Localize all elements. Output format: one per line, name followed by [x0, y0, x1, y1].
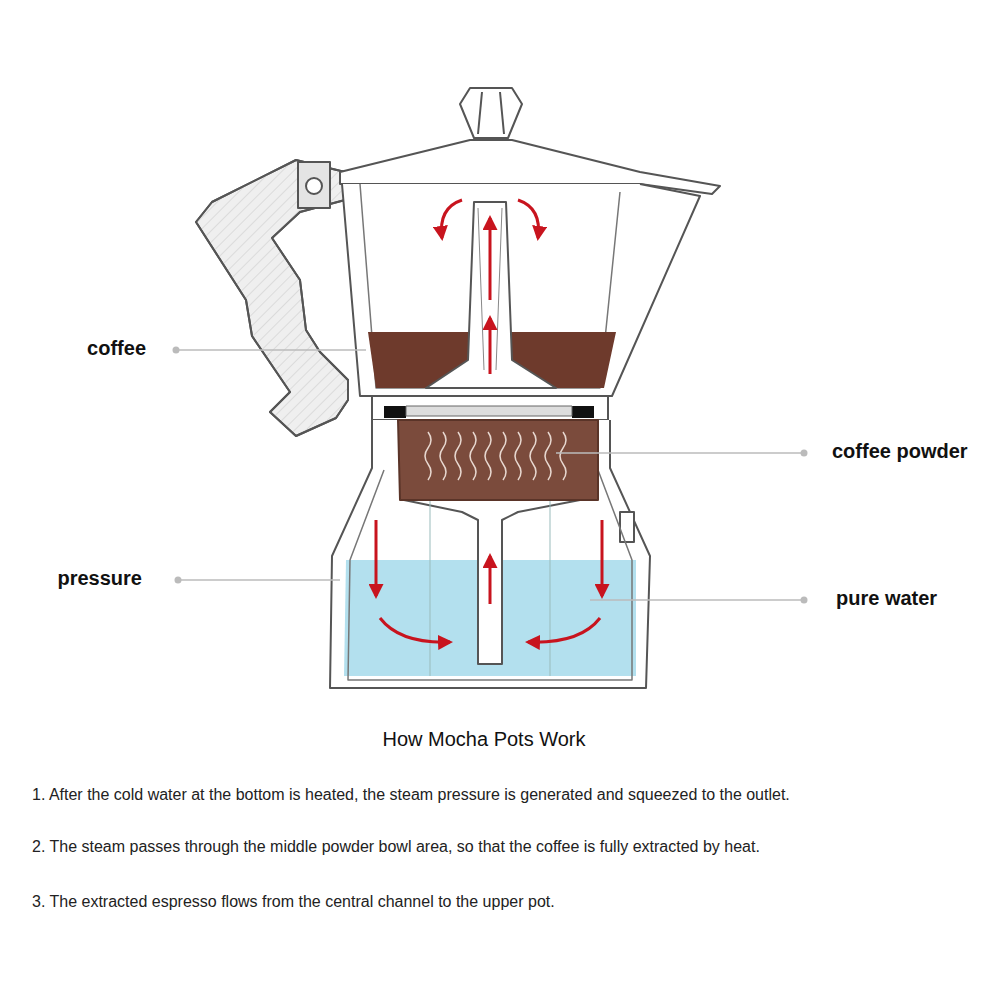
steam-wave — [425, 432, 431, 480]
steam-wave — [455, 432, 461, 480]
part-label: pure water — [836, 587, 937, 610]
steam-wave — [500, 432, 506, 480]
steam-wave — [560, 432, 566, 480]
step-note: 1. After the cold water at the bottom is… — [32, 786, 982, 804]
part-label: coffee powder — [832, 440, 968, 463]
part-label: coffee — [87, 337, 146, 360]
steam-wave — [530, 432, 536, 480]
steam-wave — [440, 432, 446, 480]
step-note: 2. The steam passes through the middle p… — [32, 838, 982, 856]
steam-wave — [485, 432, 491, 480]
steam-wave — [545, 432, 551, 480]
diagram-title: How Mocha Pots Work — [382, 728, 585, 751]
steam-wave — [515, 432, 521, 480]
part-label: pressure — [58, 567, 143, 590]
step-note: 3. The extracted espresso flows from the… — [32, 893, 982, 911]
steam-wave — [470, 432, 476, 480]
